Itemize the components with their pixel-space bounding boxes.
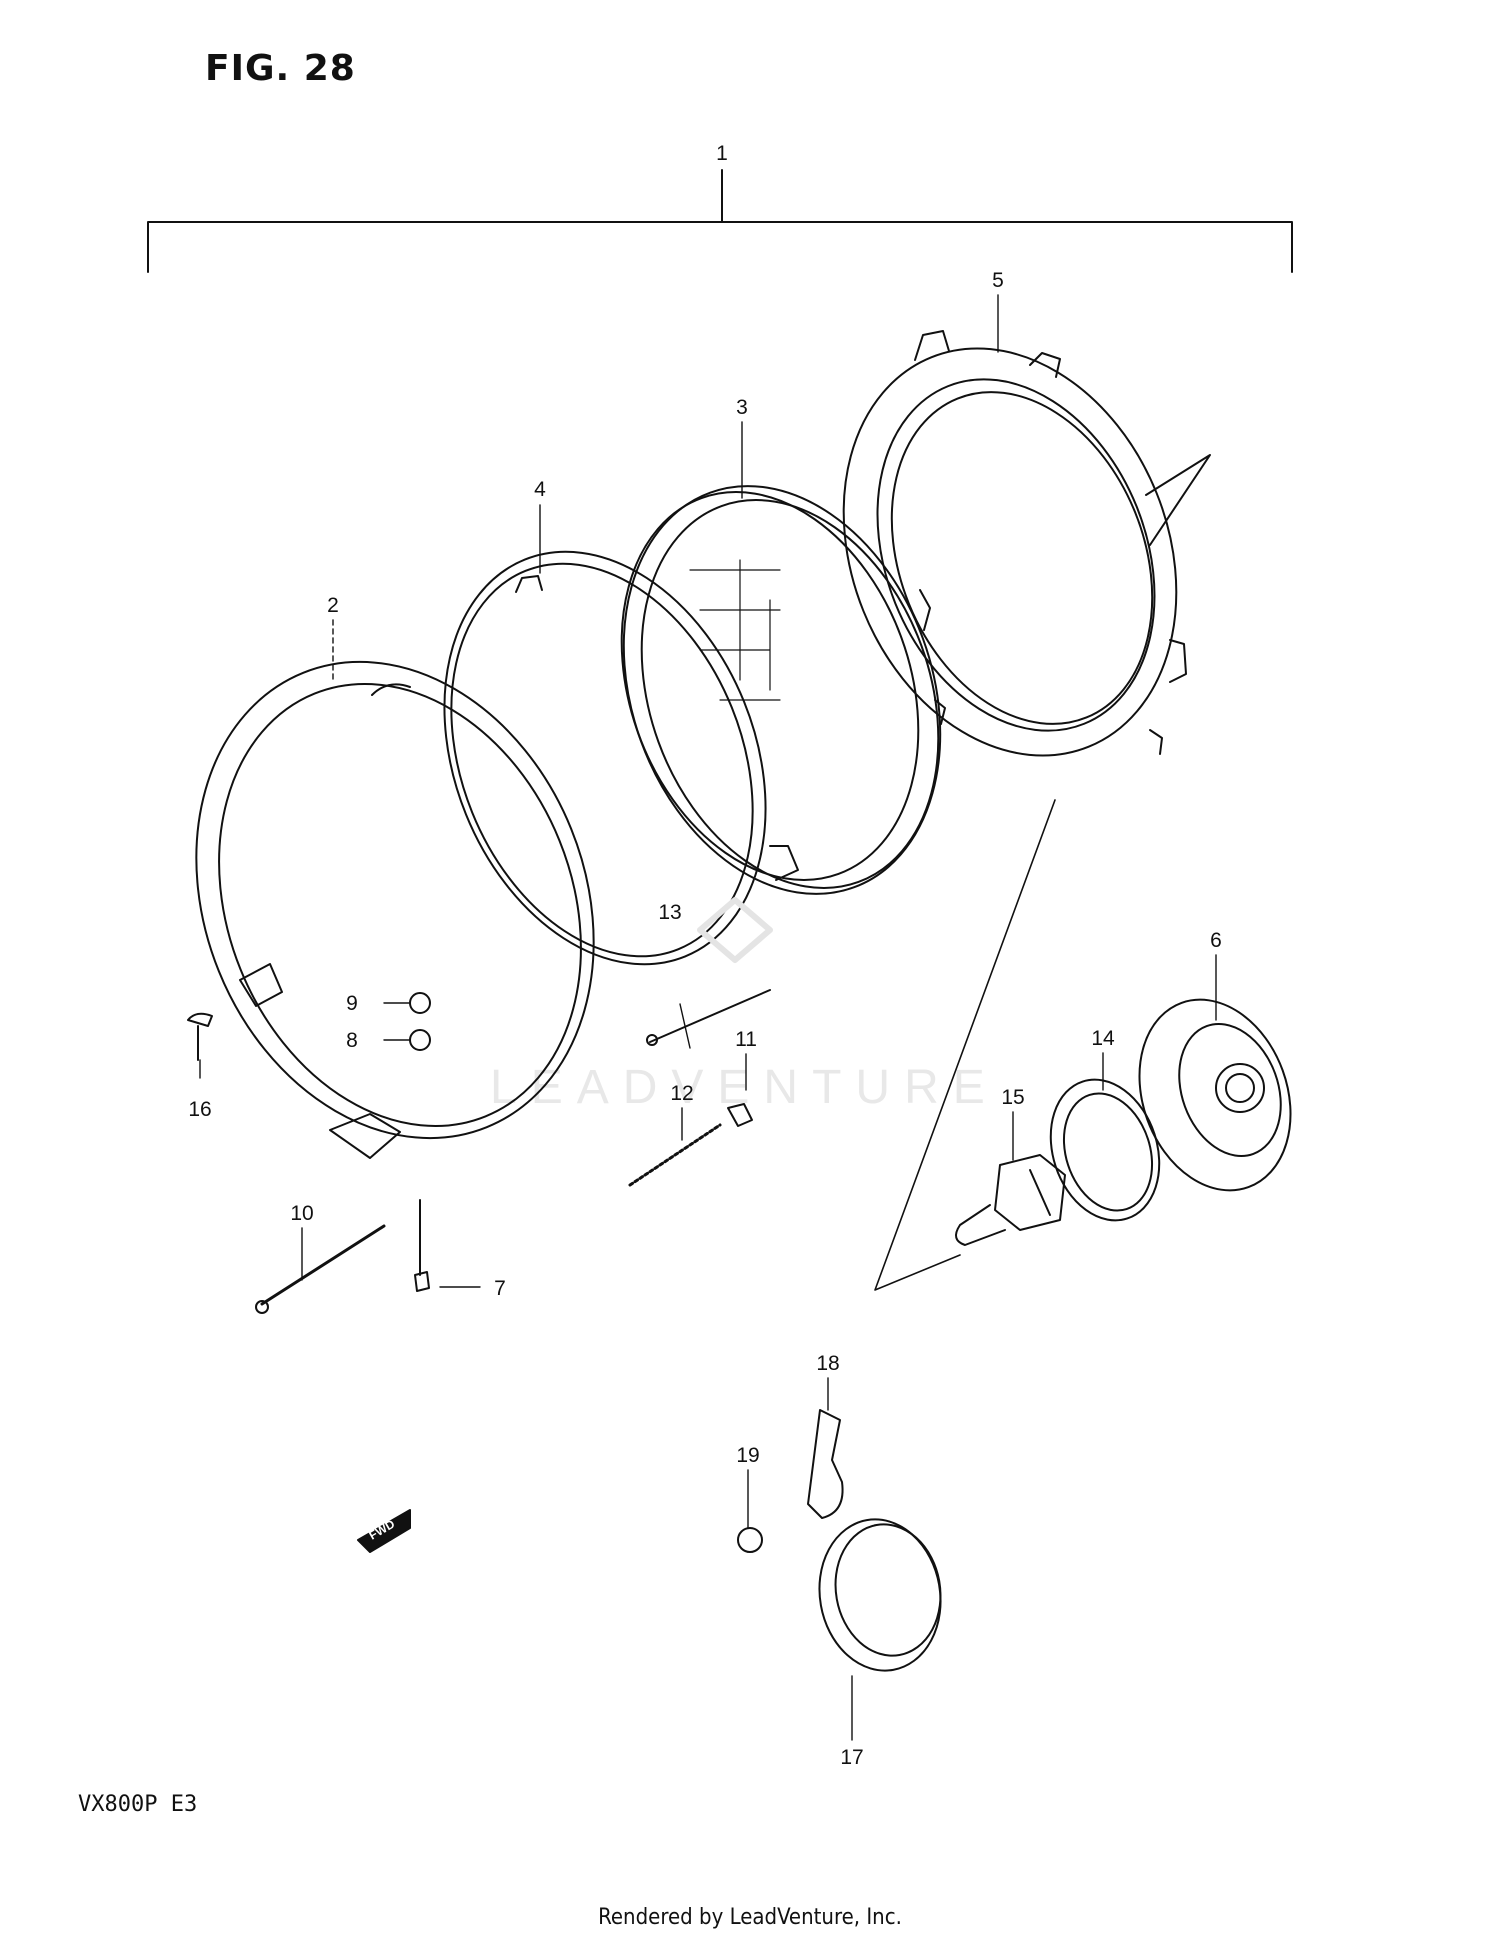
callout-16: 16 — [188, 1098, 211, 1121]
callout-8: 8 — [346, 1029, 358, 1052]
callout-15: 15 — [1001, 1086, 1024, 1109]
callout-19: 19 — [736, 1444, 759, 1467]
callout-1: 1 — [716, 142, 728, 165]
assembly-bracket — [147, 169, 1293, 273]
small-parts — [187, 989, 942, 1672]
part-socket-cover — [1138, 998, 1292, 1192]
callout-4: 4 — [534, 478, 546, 501]
leader-lines — [199, 294, 1217, 1741]
part-lens-unit — [620, 485, 946, 895]
callout-3: 3 — [736, 396, 748, 419]
callout-14: 14 — [1091, 1027, 1115, 1050]
part-housing — [842, 330, 1211, 757]
part-rim-ring — [443, 550, 799, 966]
callout-7: 7 — [494, 1277, 506, 1300]
figure-title: FIG. 28 — [205, 48, 356, 89]
rendered-by-credit: Rendered by LeadVenture, Inc. — [598, 1905, 902, 1930]
callout-18: 18 — [816, 1352, 839, 1375]
model-code: VX800P E3 — [78, 1792, 198, 1817]
callout-6: 6 — [1210, 929, 1222, 952]
callout-11: 11 — [735, 1028, 757, 1051]
fwd-arrow: FWD — [357, 1509, 411, 1553]
callout-10: 10 — [290, 1202, 313, 1225]
callout-5: 5 — [992, 269, 1004, 292]
callout-2: 2 — [327, 594, 339, 617]
callout-17: 17 — [840, 1746, 863, 1769]
part-holder-ring — [1049, 1078, 1161, 1222]
callout-13: 13 — [658, 901, 681, 924]
callout-9: 9 — [346, 992, 358, 1015]
part-bulb — [955, 1154, 1066, 1246]
part-outer-rim — [195, 660, 595, 1159]
callout-12: 12 — [670, 1082, 693, 1105]
